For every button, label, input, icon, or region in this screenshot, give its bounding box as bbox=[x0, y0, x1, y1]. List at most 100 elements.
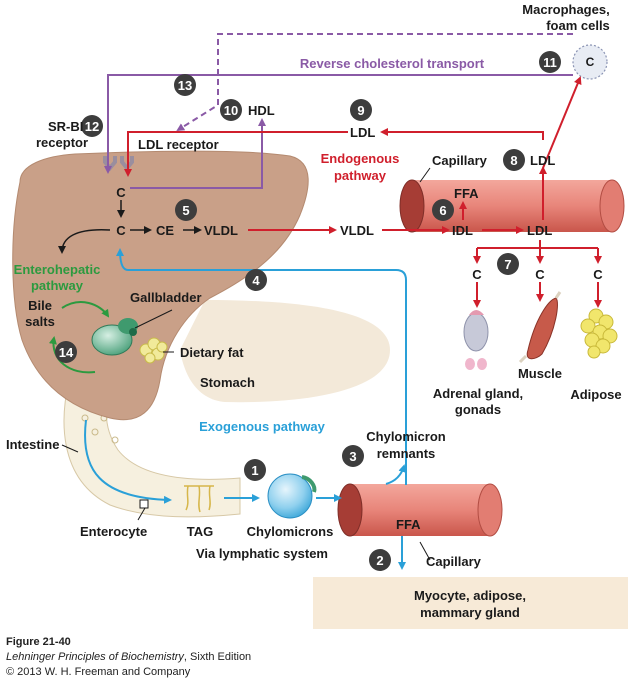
step-1-badge: 1 bbox=[244, 459, 266, 481]
svg-text:1: 1 bbox=[251, 463, 258, 478]
figure-number: Figure 21-40 bbox=[6, 636, 71, 648]
enterocyte-pointer bbox=[137, 507, 146, 521]
svg-text:13: 13 bbox=[178, 78, 192, 93]
svg-text:5: 5 bbox=[182, 203, 189, 218]
dietary-fat-blob bbox=[139, 337, 168, 364]
vldl-liver-label: VLDL bbox=[204, 223, 238, 238]
step-8-badge: 8 bbox=[503, 149, 525, 171]
c-macrophage-label: C bbox=[586, 55, 595, 69]
ldl-cap-label: LDL bbox=[530, 153, 555, 168]
capillary-top-pointer bbox=[419, 167, 431, 183]
capillary-bottom-label: Capillary bbox=[426, 554, 482, 569]
svg-text:10: 10 bbox=[224, 103, 238, 118]
tag-molecule bbox=[184, 485, 214, 513]
c-upper-label: C bbox=[116, 185, 126, 200]
stomach-label: Stomach bbox=[200, 375, 255, 390]
step-14-badge: 14 bbox=[55, 341, 77, 363]
remnants-exit-arrow bbox=[385, 464, 407, 485]
svg-text:11: 11 bbox=[543, 55, 557, 70]
svg-text:4: 4 bbox=[252, 273, 260, 288]
c-muscle-label: C bbox=[535, 267, 545, 282]
ldl-top-label: LDL bbox=[350, 125, 375, 140]
step-7-badge: 7 bbox=[497, 253, 519, 275]
liver bbox=[12, 150, 309, 421]
muscle-label: Muscle bbox=[518, 366, 562, 381]
ffa-bottom-label: FFA bbox=[396, 517, 421, 532]
svg-text:3: 3 bbox=[349, 449, 356, 464]
svg-text:7: 7 bbox=[504, 257, 511, 272]
chylo-remnants-label-2: remnants bbox=[377, 446, 436, 461]
bile-return-arrow bbox=[48, 336, 96, 374]
enterocyte-label: Enterocyte bbox=[80, 524, 147, 539]
book-title: Lehninger Principles of Biochemistry bbox=[6, 651, 184, 663]
step-4-badge: 4 bbox=[245, 269, 267, 291]
step-9-badge: 9 bbox=[350, 99, 372, 121]
step-2-badge: 2 bbox=[369, 549, 391, 571]
chylomicrons-label: Chylomicrons bbox=[247, 524, 334, 539]
enterocyte-marker bbox=[139, 499, 149, 509]
myocyte-box bbox=[313, 577, 628, 629]
myocyte-label-1: Myocyte, adipose, bbox=[414, 588, 526, 603]
step13-dashed-arrow bbox=[176, 33, 573, 132]
copyright-line: © 2013 W. H. Freeman and Company bbox=[6, 666, 191, 678]
svg-text:14: 14 bbox=[59, 345, 74, 360]
capillary-bottom-pointer bbox=[419, 541, 431, 561]
gallbladder-label: Gallbladder bbox=[130, 290, 202, 305]
c-lower-label: C bbox=[116, 223, 126, 238]
book-edition: , Sixth Edition bbox=[183, 651, 252, 663]
step-13-badge: 13 bbox=[174, 74, 196, 96]
bile-to-gallbladder-arrow bbox=[61, 301, 110, 318]
foam-cells-label: foam cells bbox=[546, 18, 610, 33]
exogenous-label: Exogenous pathway bbox=[199, 419, 325, 434]
step-6-badge: 6 bbox=[432, 199, 454, 221]
hdl-label: HDL bbox=[248, 103, 275, 118]
capillary-top-label: Capillary bbox=[432, 153, 488, 168]
step-11-badge: 11 bbox=[539, 51, 561, 73]
hdl-arrow bbox=[130, 118, 266, 189]
vldl-mid-label: VLDL bbox=[340, 223, 374, 238]
step-12-badge: 12 bbox=[81, 115, 103, 137]
macrophage-cell bbox=[572, 44, 608, 80]
gallbladder-pointer bbox=[134, 309, 173, 329]
c-adipose-label: C bbox=[593, 267, 603, 282]
enterohepatic-label-1: Enterohepatic bbox=[14, 262, 101, 277]
svg-text:2: 2 bbox=[376, 553, 383, 568]
ldl-return-arrow bbox=[380, 128, 544, 140]
ldl-receptor-label: LDL receptor bbox=[138, 137, 219, 152]
intestine-label: Intestine bbox=[6, 437, 59, 452]
endogenous-label-2: pathway bbox=[334, 168, 387, 183]
reverse-transport-arrow bbox=[104, 74, 573, 174]
lymphatic-label: Via lymphatic system bbox=[196, 546, 328, 561]
adrenal-gland-organ bbox=[463, 310, 489, 370]
remnants-to-liver-arrow bbox=[116, 248, 407, 485]
ldl-right-label: LDL bbox=[527, 223, 552, 238]
ffa-top-label: FFA bbox=[454, 186, 479, 201]
step-10-badge: 10 bbox=[220, 99, 242, 121]
c-adrenal-label: C bbox=[472, 267, 482, 282]
svg-text:8: 8 bbox=[510, 153, 517, 168]
idl-label: IDL bbox=[452, 223, 473, 238]
endogenous-label-1: Endogenous bbox=[321, 151, 400, 166]
step-5-badge: 5 bbox=[175, 199, 197, 221]
ce-label: CE bbox=[156, 223, 174, 238]
muscle-organ bbox=[518, 291, 562, 364]
chylomicron-particle bbox=[267, 473, 317, 519]
intestine-to-tag-arrow bbox=[84, 419, 172, 504]
adipose-label: Adipose bbox=[570, 387, 621, 402]
step-3-badge: 3 bbox=[342, 445, 364, 467]
gallbladder-organ bbox=[91, 318, 138, 356]
sr-bi-receptor-label: receptor bbox=[36, 135, 88, 150]
lipoprotein-transport-diagram: 1 2 3 4 5 6 7 8 9 10 11 12 13 14 Macroph… bbox=[6, 2, 628, 629]
book-citation: Lehninger Principles of Biochemistry, Si… bbox=[6, 651, 251, 663]
svg-text:9: 9 bbox=[357, 103, 364, 118]
dietary-fat-label: Dietary fat bbox=[180, 345, 244, 360]
chylo-remnants-label-1: Chylomicron bbox=[366, 429, 446, 444]
intestine-pointer bbox=[61, 444, 79, 453]
sr-bi-label: SR-BI bbox=[48, 119, 83, 134]
enterohepatic-label-2: pathway bbox=[31, 278, 84, 293]
ldl-to-macrophage-arrow bbox=[542, 76, 582, 169]
reverse-transport-label: Reverse cholesterol transport bbox=[300, 56, 485, 71]
myocyte-label-2: mammary gland bbox=[420, 605, 520, 620]
bile-label-2: salts bbox=[25, 314, 55, 329]
bile-label-1: Bile bbox=[28, 298, 52, 313]
